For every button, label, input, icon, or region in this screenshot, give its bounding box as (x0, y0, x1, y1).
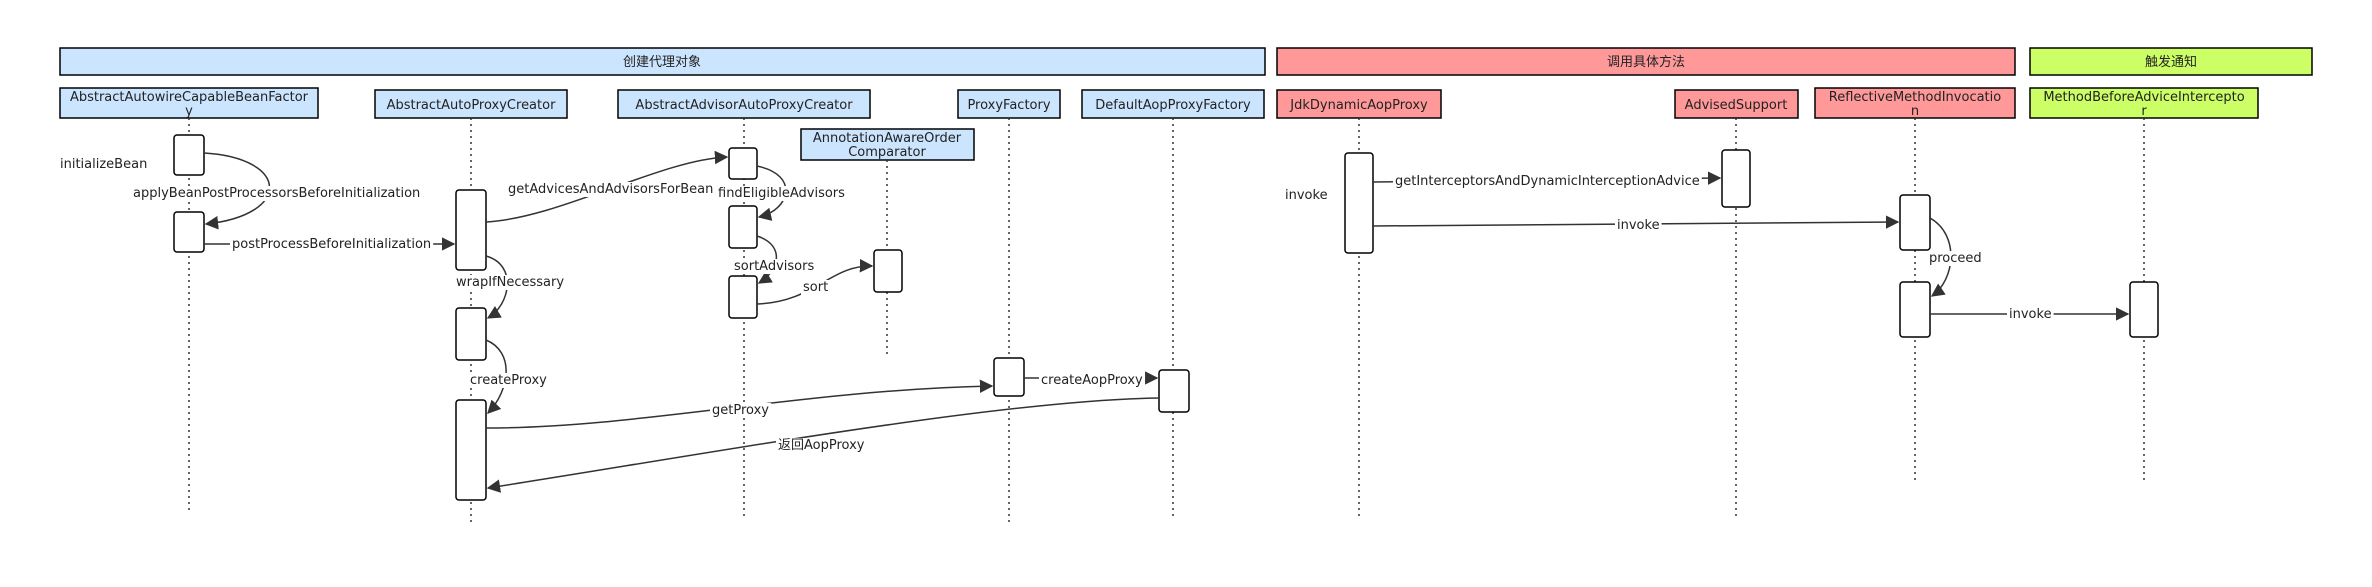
message-label: sortAdvisors (734, 259, 814, 274)
participant-label: MethodBeforeAdviceIntercepto (2043, 90, 2244, 105)
message-label: sort (803, 280, 828, 295)
message-label: createProxy (470, 373, 547, 388)
message-label: 返回AopProxy (778, 438, 865, 453)
participant-abstract-autowire-capable-bean-factory: AbstractAutowireCapableBeanFactor y (59, 87, 319, 119)
participant-label: AnnotationAwareOrder (813, 131, 962, 146)
message-label: applyBeanPostProcessorsBeforeInitializat… (133, 186, 420, 201)
message-arrow (756, 235, 778, 284)
message-arrow (485, 339, 507, 414)
activation-box (1721, 149, 1751, 208)
activation-box (1899, 194, 1931, 251)
label-backdrop (710, 403, 772, 418)
participant-label: Comparator (848, 145, 926, 160)
group-header-label: 触发通知 (2145, 54, 2197, 70)
message-label: postProcessBeforeInitialization (232, 237, 431, 252)
label-backdrop (716, 186, 848, 201)
label-backdrop (1283, 188, 1330, 203)
activation-box (728, 147, 758, 180)
label-backdrop (1927, 251, 1984, 266)
message-label: invoke (2009, 307, 2052, 322)
activation-box (455, 307, 487, 361)
label-backdrop (776, 438, 867, 453)
message-label: findEligibleAdvisors (718, 186, 845, 201)
message-label: getInterceptorsAndDynamicInterceptionAdv… (1395, 174, 1700, 189)
participant-label: r (2141, 104, 2147, 119)
activation-box (173, 134, 205, 176)
activation-box (173, 211, 205, 253)
label-backdrop (801, 280, 831, 295)
participant-label: n (1911, 104, 1919, 119)
label-backdrop (131, 186, 423, 201)
activation-box (1344, 152, 1374, 254)
group-header-g1: 创建代理对象 (59, 47, 1266, 76)
participant-label: ReflectiveMethodInvocatio (1829, 90, 2001, 105)
activation-box (728, 275, 758, 319)
participant-default-aop-proxy-factory: DefaultAopProxyFactory (1081, 89, 1265, 119)
participant-reflective-method-invocation: ReflectiveMethodInvocatio n (1814, 87, 2016, 119)
participant-label: y (185, 104, 193, 119)
message-label: getProxy (712, 403, 769, 418)
activation-box (1158, 369, 1190, 413)
message-arrow (486, 397, 1160, 493)
participant-label: AdvisedSupport (1685, 98, 1788, 113)
participant-label: DefaultAopProxyFactory (1095, 98, 1251, 113)
message-label: getAdvicesAndAdvisorsForBean (508, 182, 713, 197)
label-backdrop (454, 275, 567, 290)
participant-proxy-factory: ProxyFactory (957, 89, 1061, 119)
label-backdrop (58, 157, 150, 172)
group-header-g3: 触发通知 (2029, 47, 2313, 76)
participant-label: ProxyFactory (967, 98, 1050, 113)
group-header-g2: 调用具体方法 (1276, 47, 2016, 76)
label-backdrop (1039, 373, 1146, 388)
participant-label: AbstractAutoProxyCreator (387, 98, 557, 113)
message-label: wrapIfNecessary (456, 275, 564, 290)
participant-advised-support: AdvisedSupport (1674, 89, 1799, 119)
label-backdrop (1393, 174, 1702, 189)
activation-box (455, 189, 487, 271)
participant-label: AbstractAdvisorAutoProxyCreator (635, 98, 853, 113)
group-header-label: 创建代理对象 (623, 55, 701, 70)
participant-annotation-aware-order-comparator: AnnotationAwareOrder Comparator (800, 128, 975, 161)
message-label: initializeBean (60, 157, 147, 172)
participant-jdk-dynamic-aop-proxy: JdkDynamicAopProxy (1276, 89, 1442, 119)
activation-box (873, 249, 903, 293)
label-backdrop (468, 373, 550, 388)
label-backdrop (230, 237, 434, 252)
label-backdrop (506, 182, 716, 197)
participant-abstract-advisor-auto-proxy-creator: AbstractAdvisorAutoProxyCreator (617, 89, 871, 119)
label-backdrop (2007, 307, 2054, 322)
activation-box (1899, 281, 1931, 338)
activation-box (728, 205, 758, 249)
label-backdrop (1615, 218, 1662, 233)
message-label: invoke (1285, 188, 1328, 203)
participant-abstract-auto-proxy-creator: AbstractAutoProxyCreator (374, 89, 568, 119)
message-label: proceed (1929, 251, 1982, 266)
participant-label: AbstractAutowireCapableBeanFactor (70, 90, 309, 105)
participant-method-before-advice-interceptor: MethodBeforeAdviceIntercepto r (2029, 87, 2259, 119)
group-header-label: 调用具体方法 (1607, 54, 1685, 70)
activation-box (993, 357, 1025, 397)
message-label: createAopProxy (1041, 373, 1143, 388)
activation-box (2129, 281, 2159, 338)
participant-label: JdkDynamicAopProxy (1289, 98, 1428, 113)
label-backdrop (732, 259, 817, 274)
message-label: invoke (1617, 218, 1660, 233)
activation-box (455, 399, 487, 501)
